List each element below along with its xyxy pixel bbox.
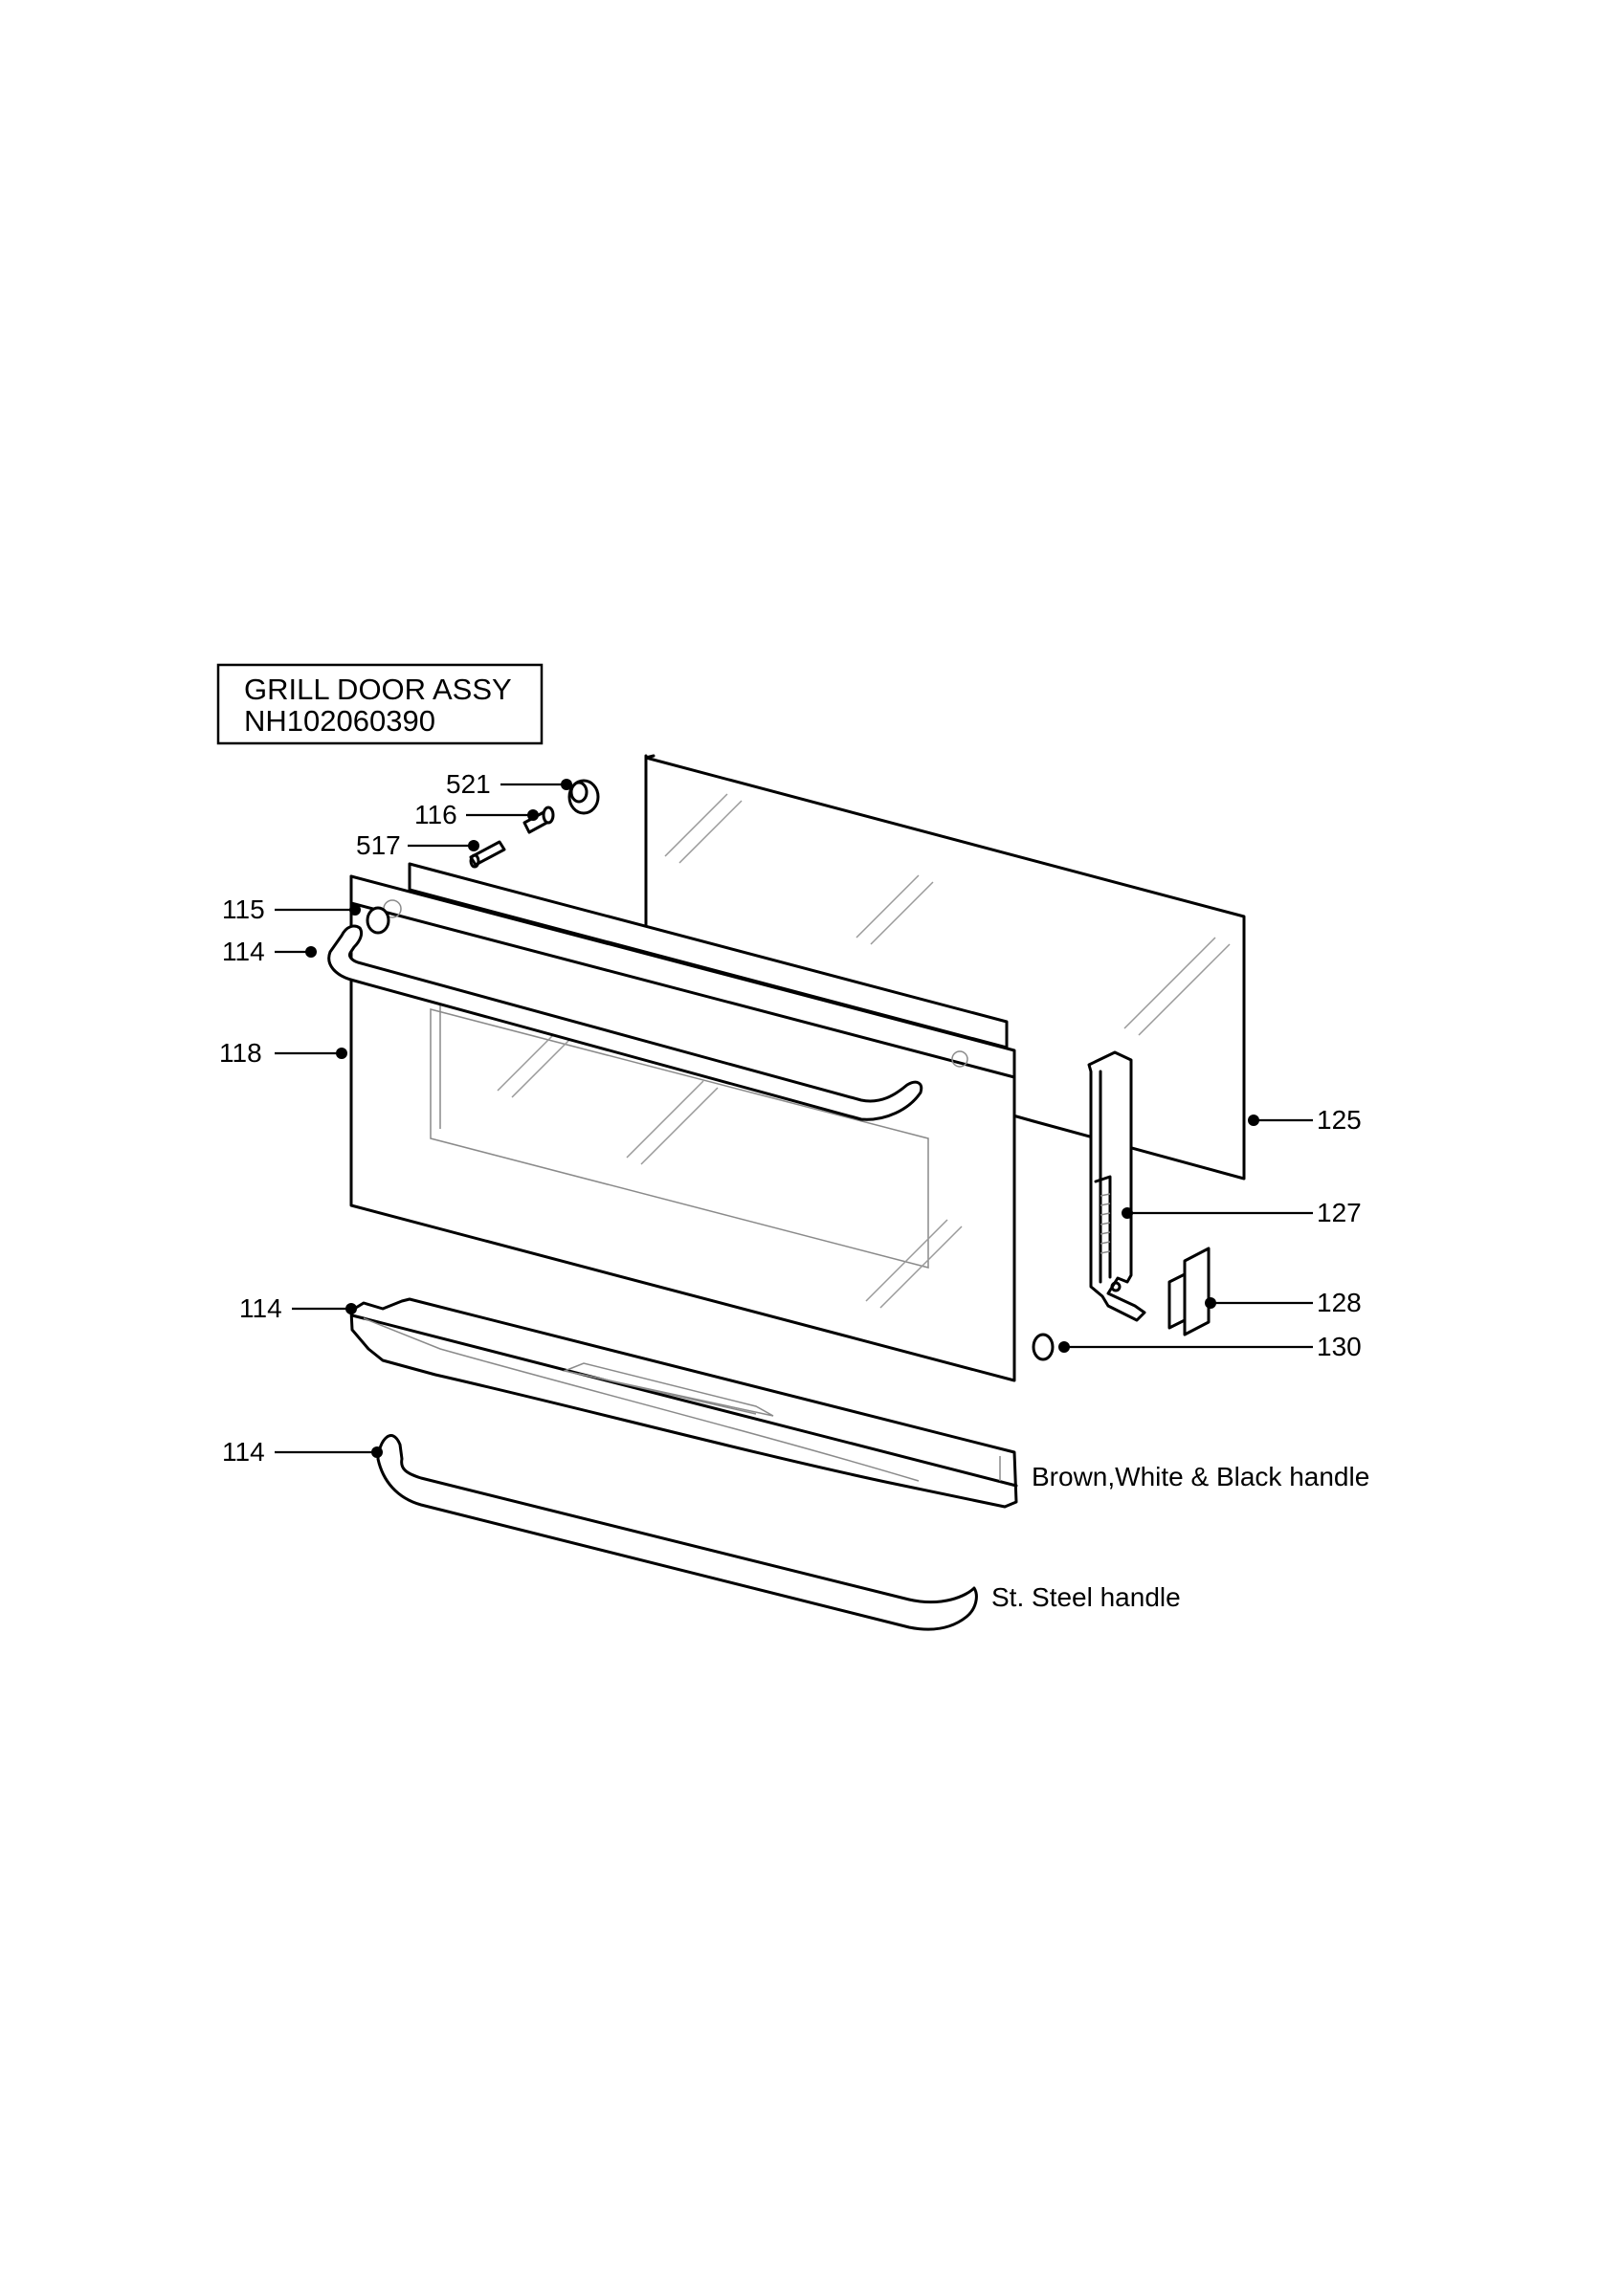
callout-118: 118 [219, 1038, 347, 1068]
note-brown-white-black-handle: Brown,White & Black handle [1032, 1462, 1369, 1491]
callout-114-top: 114 [222, 937, 317, 966]
callout-label-114-top: 114 [222, 937, 265, 966]
callout-label-115: 115 [222, 894, 265, 924]
callout-label-114-bottom: 114 [222, 1437, 265, 1467]
steel-handle [376, 1434, 978, 1631]
title-box: GRILL DOOR ASSY NH102060390 [216, 663, 544, 745]
callout-label-127: 127 [1317, 1198, 1362, 1227]
callout-115: 115 [222, 894, 361, 924]
callout-label-128: 128 [1317, 1288, 1362, 1317]
part-115-bush [366, 906, 390, 935]
callout-label-114-mid: 114 [239, 1293, 282, 1323]
top-handle [327, 924, 923, 1121]
part-521-cap [567, 779, 600, 815]
callout-130: 130 [1058, 1332, 1362, 1361]
callout-125: 125 [1248, 1105, 1362, 1135]
callout-label-125: 125 [1317, 1105, 1362, 1135]
outer-door-panel [349, 874, 1016, 1382]
title-line-1: GRILL DOOR ASSY [244, 673, 512, 706]
callout-label-118: 118 [219, 1038, 262, 1068]
title-part-number: NH102060390 [244, 704, 435, 738]
hinge-bracket [1167, 1247, 1211, 1336]
callout-label-116: 116 [414, 800, 457, 829]
callout-label-521: 521 [446, 769, 491, 799]
callout-116: 116 [414, 800, 539, 829]
note-steel-handle: St. Steel handle [991, 1582, 1181, 1612]
callout-127: 127 [1122, 1198, 1362, 1227]
part-130-foot [1032, 1333, 1055, 1361]
part-116-screw [522, 806, 555, 834]
moulded-handle [349, 1297, 1018, 1509]
callout-128: 128 [1205, 1288, 1362, 1317]
part-517-pin [469, 840, 506, 869]
callout-114-bottom: 114 [222, 1437, 383, 1467]
callout-label-130: 130 [1317, 1332, 1362, 1361]
callout-517: 517 [356, 830, 479, 860]
callout-521: 521 [446, 769, 572, 799]
callout-114-mid: 114 [239, 1293, 357, 1323]
callout-label-517: 517 [356, 830, 401, 860]
hinge [1087, 1050, 1146, 1322]
